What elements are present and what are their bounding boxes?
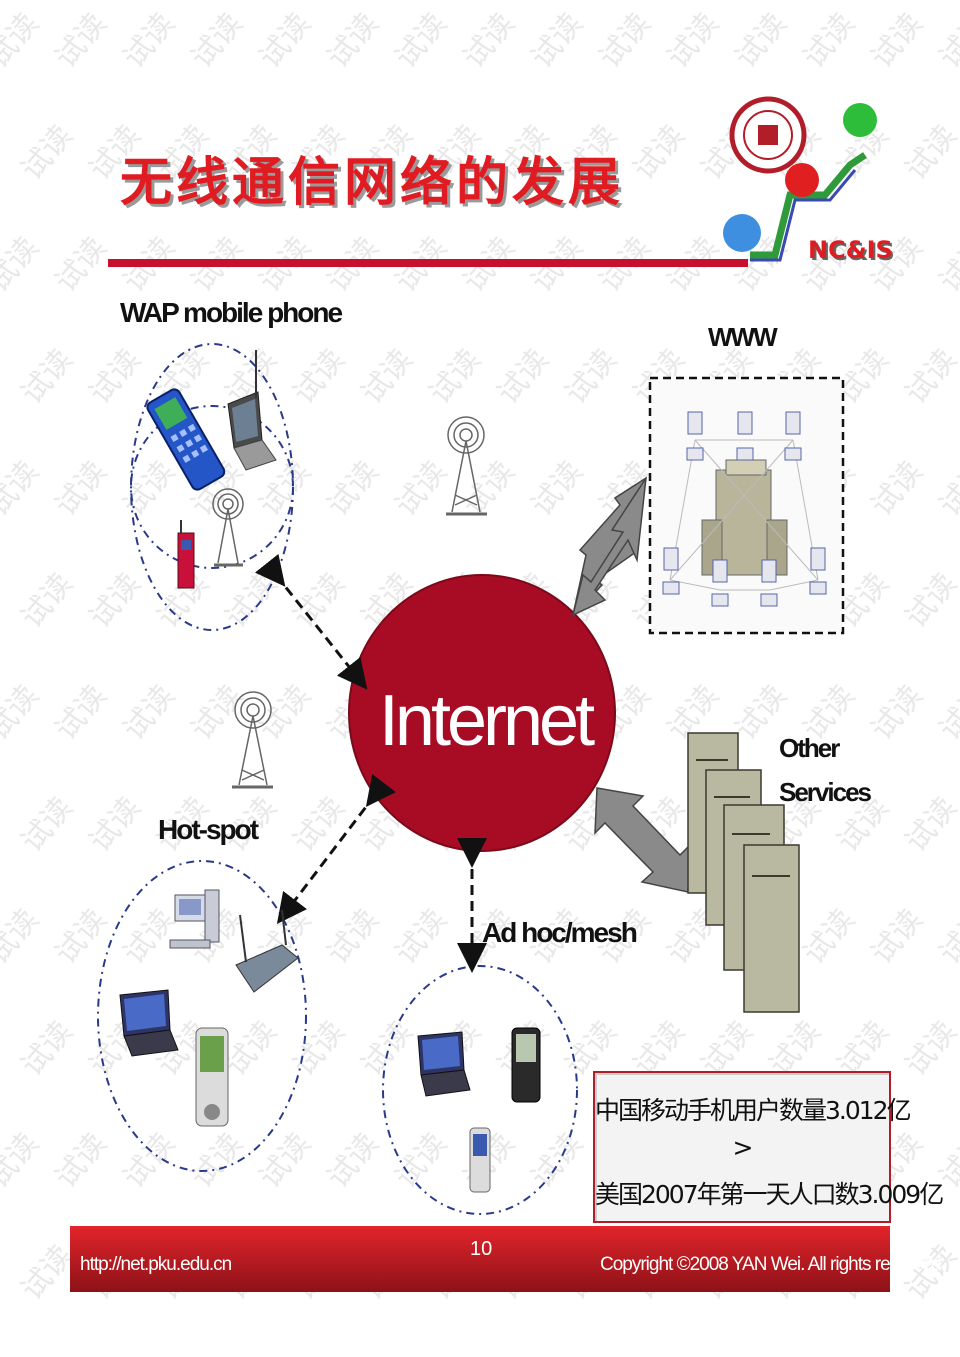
footer-copyright: Copyright ©2008 YAN Wei. All rights rese… — [600, 1254, 946, 1275]
internet-label: Internet — [378, 681, 595, 761]
wap-label: WAP mobile phone — [120, 297, 343, 328]
title-divider — [108, 259, 748, 267]
page-title: 无线通信网络的发展 — [120, 152, 625, 213]
smartphone-icon — [511, 1027, 541, 1103]
stat-line-1: 中国移动手机用户数量3.012亿 — [595, 1096, 912, 1125]
hotspot-label: Hot-spot — [158, 814, 259, 845]
stat-box: 中国移动手机用户数量3.012亿 > 美国2007年第一天人口数3.009亿 — [593, 1071, 944, 1223]
stat-line-2: > — [732, 1133, 754, 1162]
server-rack-details — [696, 759, 790, 877]
antenna-tower-icon — [212, 488, 244, 567]
adhoc-label: Ad hoc/mesh — [482, 917, 638, 948]
www-label: WWW — [708, 322, 778, 352]
wireless-router-icon — [235, 909, 299, 993]
server-rack-icon — [687, 732, 800, 1013]
blue-sphere-icon — [723, 214, 761, 252]
other-services-label-line2: Services — [779, 777, 872, 807]
ncis-text: NC&IS — [808, 236, 893, 264]
wap-group-outline — [130, 343, 294, 631]
wap-link-arrow — [254, 553, 368, 690]
pda-icon — [469, 1127, 491, 1193]
services-link-arrow — [594, 787, 691, 893]
desktop-pc-icon — [169, 889, 220, 949]
red-sphere-icon — [785, 163, 819, 197]
laptop-icon — [119, 989, 179, 1057]
stat-line-3: 美国2007年第一天人口数3.009亿 — [595, 1180, 944, 1209]
www-link-arrow — [571, 476, 647, 618]
antenna-tower-icon — [446, 416, 487, 516]
client-computer-icons — [662, 411, 827, 607]
footer-bar — [70, 1226, 890, 1292]
hotspot-link-arrow — [276, 773, 397, 924]
server-cluster-icon — [701, 459, 788, 576]
feature-phone-icon — [177, 520, 195, 589]
other-services-label-line1: Other — [779, 733, 840, 763]
page-number: 10 — [470, 1238, 493, 1260]
wap-group-circle — [130, 405, 294, 569]
hotspot-group-outline — [97, 860, 307, 1172]
ncis-logo — [723, 96, 877, 262]
green-sphere-icon — [843, 103, 877, 137]
laptop-icon — [417, 1031, 471, 1097]
laptop-icon — [227, 350, 277, 471]
footer-url[interactable]: http://net.pku.edu.cn — [80, 1254, 232, 1275]
antenna-tower-icon — [232, 691, 273, 789]
pda-icon — [195, 1027, 229, 1127]
mobile-phone-icon — [146, 388, 226, 491]
